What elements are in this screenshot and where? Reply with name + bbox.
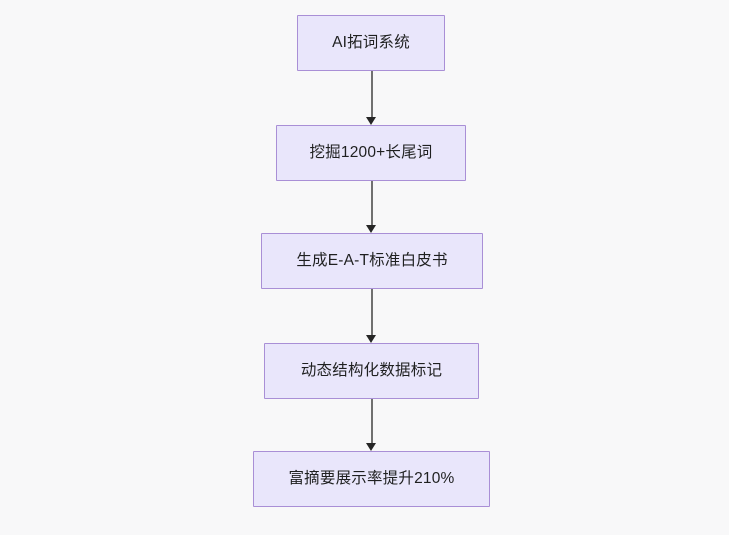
flow-edge-4 [366, 399, 377, 451]
edge-line [370, 181, 373, 226]
edge-line [370, 399, 373, 444]
arrow-down-icon [366, 225, 376, 233]
flow-edge-2 [366, 181, 377, 233]
edge-line [370, 289, 373, 336]
flow-node-generate-eat-whitepaper[interactable]: 生成E-A-T标准白皮书 [261, 233, 483, 289]
flow-edge-1 [366, 71, 377, 125]
arrow-down-icon [366, 443, 376, 451]
flow-node-rich-snippet-uplift[interactable]: 富摘要展示率提升210% [253, 451, 490, 507]
arrow-down-icon [366, 335, 376, 343]
edge-line [370, 71, 373, 118]
flow-edge-3 [366, 289, 377, 343]
flow-node-label: 挖掘1200+长尾词 [309, 143, 433, 161]
flow-node-dynamic-structured-data[interactable]: 动态结构化数据标记 [264, 343, 479, 399]
flow-node-label: 富摘要展示率提升210% [288, 469, 455, 487]
flow-node-ai-keyword-system[interactable]: AI拓词系统 [297, 15, 445, 71]
flow-node-label: AI拓词系统 [332, 33, 410, 51]
arrow-down-icon [366, 117, 376, 125]
flow-node-label: 动态结构化数据标记 [300, 361, 443, 379]
flow-node-mine-longtail-keywords[interactable]: 挖掘1200+长尾词 [276, 125, 466, 181]
flow-node-label: 生成E-A-T标准白皮书 [296, 251, 448, 269]
